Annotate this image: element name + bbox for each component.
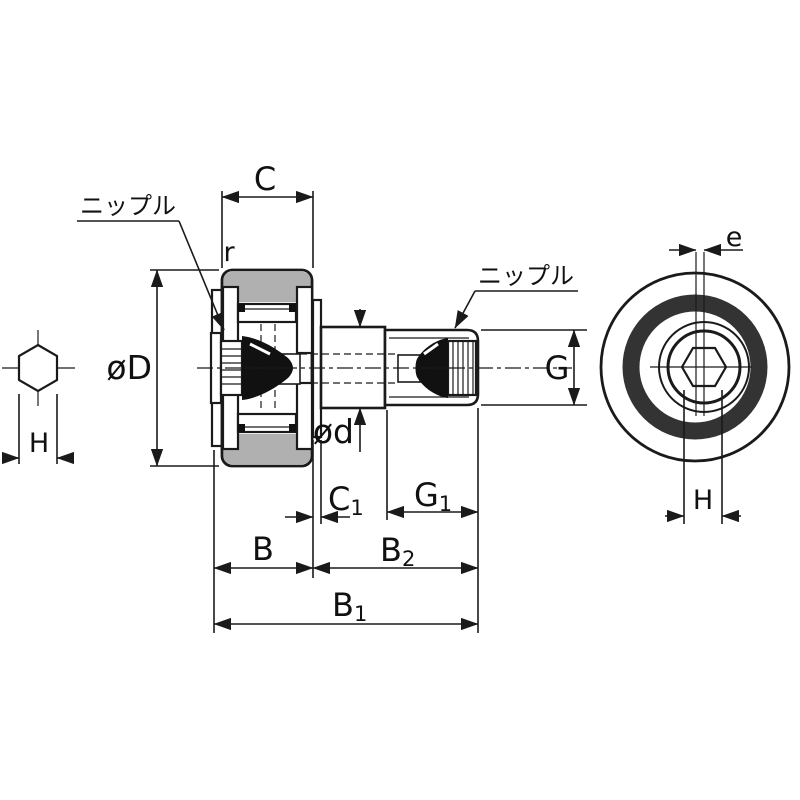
dim-label-r: r: [223, 237, 235, 268]
needle-rollers-top: [236, 302, 298, 324]
side-plate-right-top: [295, 285, 314, 355]
hex-socket-outline: [17, 343, 59, 393]
dimension-B: B: [213, 450, 314, 633]
dim-label-G1: G1: [414, 476, 452, 516]
dimension-B1: B1: [213, 586, 479, 631]
dimension-C: C: [221, 160, 314, 268]
dim-label-H-detail: H: [29, 428, 49, 459]
dimension-phiD: øD: [106, 269, 219, 467]
dim-label-G: G: [545, 349, 570, 387]
outer-ring-bottom-band: [222, 434, 312, 464]
dim-label-phid: ød: [313, 412, 354, 451]
dimension-B2: B2: [312, 408, 479, 633]
dimension-C1: C1: [285, 440, 364, 578]
dim-label-phiD: øD: [106, 348, 152, 387]
dim-label-B: B: [252, 530, 274, 568]
dimension-e: e: [669, 222, 743, 257]
nipple-label-right: ニップル: [478, 262, 574, 290]
needle-rollers-bottom: [236, 412, 298, 434]
dim-label-B2: B2: [380, 531, 415, 571]
dimension-G1: G1: [386, 410, 479, 520]
callout-nipple-left: ニップル: [77, 192, 225, 331]
dimension-H-end-view: H: [665, 390, 741, 524]
dimension-phid: ød: [313, 309, 367, 452]
dim-label-e: e: [726, 222, 743, 253]
hex-socket-detail-view: H: [1, 330, 75, 465]
dim-label-C1: C1: [328, 480, 364, 520]
dark-seal-ring: [622, 294, 768, 440]
nipple-label-left: ニップル: [80, 192, 176, 220]
outer-ring-top-band: [222, 272, 312, 302]
dim-label-H-end: H: [693, 485, 713, 516]
dimension-G: G: [481, 329, 587, 406]
side-plate-right-bottom: [295, 381, 314, 451]
side-section-view: [197, 268, 572, 468]
dim-label-B1: B1: [332, 586, 367, 626]
end-view: e H: [599, 222, 791, 524]
callout-nipple-right: ニップル: [454, 262, 578, 329]
dim-label-C: C: [254, 160, 276, 198]
